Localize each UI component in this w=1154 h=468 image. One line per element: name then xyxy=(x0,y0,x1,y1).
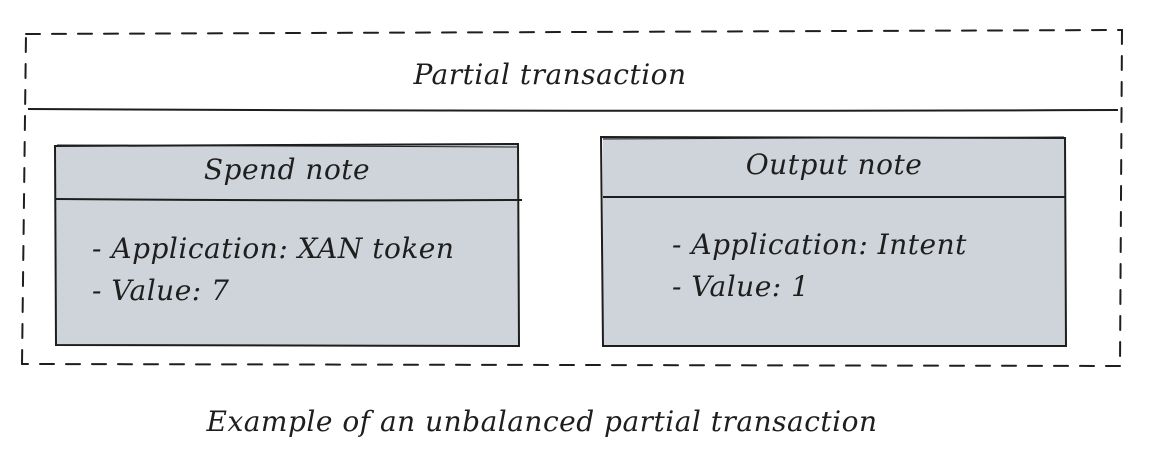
spend-note-line-application: - Application: XAN token xyxy=(92,232,455,265)
output-note-line-application: - Application: Intent xyxy=(672,228,967,261)
partial-transaction-container xyxy=(21,29,1123,367)
spend-note-box xyxy=(53,142,523,348)
spend-note-title: Spend note xyxy=(203,153,371,186)
diagram-caption: Example of an unbalanced partial transac… xyxy=(206,405,878,438)
output-note-title: Output note xyxy=(745,148,923,181)
container-title-divider xyxy=(27,108,1119,112)
spend-note-line-value: - Value: 7 xyxy=(92,274,230,307)
container-title: Partial transaction xyxy=(413,58,687,91)
output-note-line-value: - Value: 1 xyxy=(672,270,810,303)
output-note-box xyxy=(599,135,1068,347)
